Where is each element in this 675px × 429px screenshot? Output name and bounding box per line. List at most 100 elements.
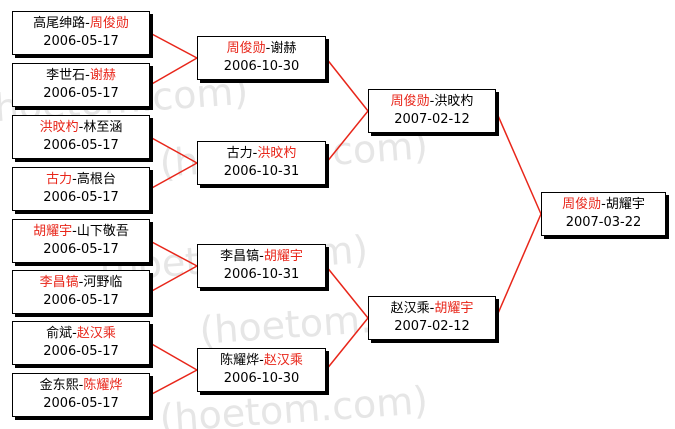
match-players: 赵汉乘-胡耀宇 [391,300,474,318]
player-separator: - [429,301,435,316]
player-separator: - [85,68,90,83]
match-date: 2006-05-17 [43,344,119,359]
player-2: 谢赫 [89,68,116,83]
match-date: 2007-02-12 [394,319,470,334]
player-separator: - [259,353,264,368]
player-1: 李昌镐 [220,249,260,264]
player-1: 高尾绅路 [33,16,86,31]
bracket-connector-line [325,57,369,112]
match-players: 高尾绅路-周俊勋 [33,15,129,33]
match-box-round1: 李昌镐-河野临 2006-05-17 [12,270,150,314]
match-players: 胡耀宇-山下敬吾 [33,223,129,241]
player-1: 李世石 [46,68,86,83]
player-separator: - [252,146,258,161]
player-separator: - [259,249,264,264]
match-players: 李昌镐-河野临 [40,274,123,292]
match-box-round1: 洪旼杓-林至涵 2006-05-17 [12,115,150,159]
match-box-round1: 胡耀宇-山下敬吾 2006-05-17 [12,219,150,263]
match-box-round2: 李昌镐-胡耀宇 2006-10-31 [197,244,326,288]
match-box-round1: 金东熙-陈耀烨 2006-05-17 [12,373,150,417]
match-date: 2006-10-31 [223,164,300,179]
match-date: 2006-05-17 [43,34,119,49]
bracket-connector-line [149,32,198,59]
match-date: 2006-05-17 [43,86,119,101]
player-2: 河野临 [83,275,123,290]
player-2: 洪旼杓 [434,94,474,109]
bracket-connector-line [325,317,369,371]
player-2: 胡耀宇 [434,301,474,316]
player-1: 古力 [226,146,253,161]
player-separator: - [78,120,84,135]
bracket-connector-line [325,265,369,319]
player-separator: - [78,378,84,393]
match-box-round1: 古力-高根台 2006-05-17 [12,167,150,211]
match-players: 陈耀烨-赵汉乘 [220,352,303,370]
player-1: 洪旼杓 [39,120,79,135]
match-box-round1: 俞斌-赵汉乘 2006-05-17 [12,321,150,365]
match-players: 古力-高根台 [46,171,116,189]
match-box-round2: 古力-洪旼杓 2006-10-31 [197,141,326,185]
match-box-round2: 陈耀烨-赵汉乘 2006-10-30 [197,348,326,392]
match-date: 2006-05-17 [43,190,119,205]
match-date: 2006-05-17 [43,293,119,308]
match-players: 周俊勋-谢赫 [227,40,297,58]
match-players: 李世石-谢赫 [46,67,116,85]
player-2: 陈耀烨 [83,378,123,393]
match-date: 2006-10-31 [223,267,300,282]
player-separator: - [72,224,77,239]
player-1: 古力 [46,172,73,187]
player-1: 李昌镐 [39,275,79,290]
player-2: 赵汉乘 [76,326,116,341]
match-box-final: 周俊勋-胡耀宇 2007-03-22 [541,192,666,236]
player-2: 胡耀宇 [605,197,645,212]
match-date: 2006-05-17 [43,242,119,257]
player-2: 胡耀宇 [263,249,303,264]
player-2: 山下敬吾 [76,224,129,239]
match-players: 俞斌-赵汉乘 [46,325,116,343]
player-1: 俞斌 [46,326,73,341]
player-1: 金东熙 [39,378,79,393]
player-1: 陈耀烨 [220,353,260,368]
player-separator: - [265,41,271,56]
match-players: 周俊勋-洪旼杓 [391,93,474,111]
match-box-round1: 李世石-谢赫 2006-05-17 [12,63,150,107]
match-box-round1: 高尾绅路-周俊勋 2006-05-17 [12,11,150,55]
player-separator: - [429,94,435,109]
bracket-connector-line [149,265,198,293]
player-separator: - [601,197,606,212]
player-2: 周俊勋 [89,16,129,31]
player-1: 周俊勋 [562,197,602,212]
match-box-round2: 周俊勋-谢赫 2006-10-30 [197,36,326,80]
match-date: 2006-10-30 [223,59,300,74]
player-2: 林至涵 [83,120,123,135]
match-players: 周俊勋-胡耀宇 [562,196,645,214]
player-2: 洪旼杓 [257,146,297,161]
player-1: 赵汉乘 [390,301,430,316]
bracket-connector-line [149,136,198,164]
match-players: 古力-洪旼杓 [227,145,297,163]
match-date: 2006-10-30 [223,371,300,386]
bracket-connector-line [495,110,542,215]
match-box-semifinal: 赵汉乘-胡耀宇 2007-02-12 [368,296,496,340]
bracket-connector-line [149,369,198,396]
player-separator: - [72,326,77,341]
bracket-connector-line [325,110,369,164]
match-players: 李昌镐-胡耀宇 [220,248,303,266]
player-separator: - [85,16,90,31]
player-separator: - [72,172,77,187]
match-players: 洪旼杓-林至涵 [40,119,123,137]
bracket-connector-line [149,162,198,190]
match-date: 2006-05-17 [43,396,119,411]
player-2: 谢赫 [270,41,297,56]
bracket-connector-line [149,240,198,267]
match-date: 2007-02-12 [394,112,470,127]
player-2: 赵汉乘 [263,353,303,368]
player-2: 高根台 [76,172,116,187]
match-date: 2007-03-22 [565,215,642,230]
bracket-connector-line [495,213,542,319]
bracket-connector-line [149,342,198,371]
match-box-semifinal: 周俊勋-洪旼杓 2007-02-12 [368,89,496,133]
player-1: 周俊勋 [390,94,430,109]
player-1: 周俊勋 [226,41,266,56]
